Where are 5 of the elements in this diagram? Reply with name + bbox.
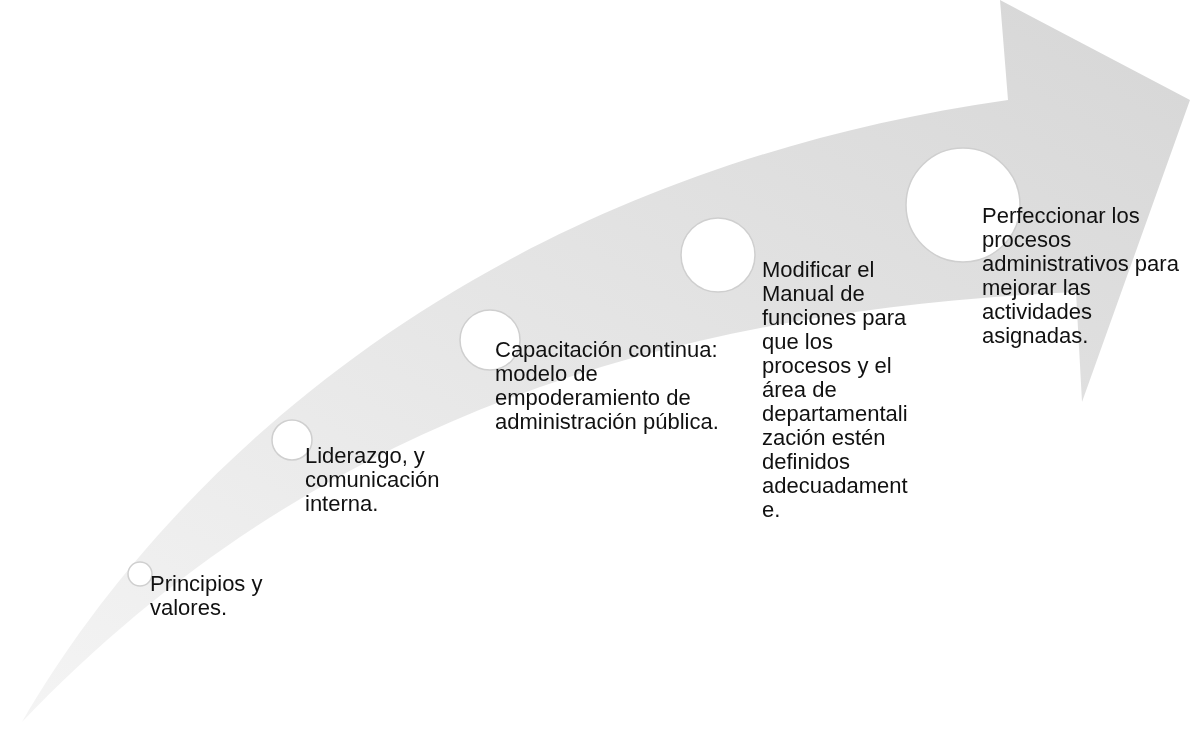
step-text: Capacitación continua: modelo de empoderamiento de administración pública. xyxy=(495,338,720,434)
step-text: Perfeccionar los procesos administrativos para mejorar las actividades asignadas. xyxy=(982,204,1180,348)
step-text: Modificar el Manual de funciones para que los procesos y el área de departamentalización estén definidos adecuadamente. xyxy=(762,258,909,522)
step-text: Principios y valores. xyxy=(150,572,264,620)
step-text: Liderazgo, y comunicación interna. xyxy=(305,444,441,516)
